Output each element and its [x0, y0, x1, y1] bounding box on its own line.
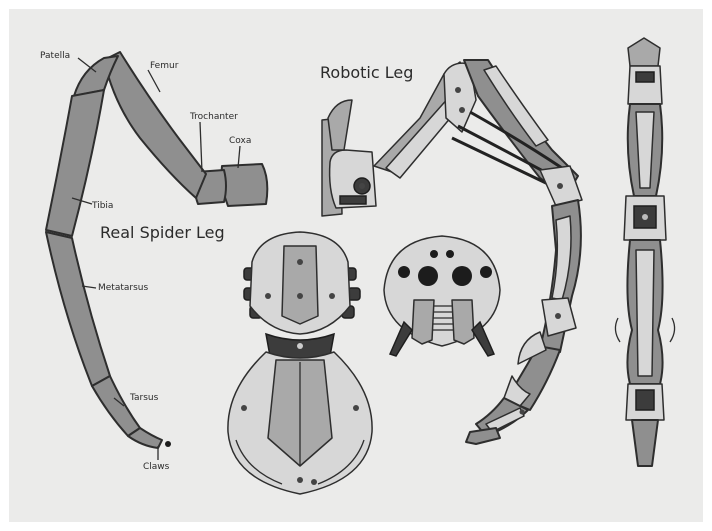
femur-segment — [104, 52, 206, 198]
robot-eye-small-right — [480, 266, 492, 278]
robot-chelicera-right — [452, 300, 474, 344]
robot-eye-small-left — [398, 266, 410, 278]
label-tibia: Tibia — [91, 201, 113, 211]
title-robotic-leg: Robotic Leg — [320, 63, 413, 82]
label-claws: Claws — [143, 462, 170, 472]
robot-fang-right — [472, 322, 494, 356]
metatarsus-segment — [46, 232, 110, 386]
robot-chelicera-left — [412, 300, 434, 344]
label-femur: Femur — [150, 61, 179, 71]
label-trochanter: Trochanter — [189, 112, 238, 122]
robot-eye-large-right — [452, 266, 472, 286]
claw-tip — [165, 441, 171, 447]
robot-fang-left — [390, 322, 412, 356]
robot-eye-large-left — [418, 266, 438, 286]
robotic-leg-front-view — [615, 38, 674, 466]
robot-claw-foot — [466, 428, 500, 444]
coxa-segment — [222, 164, 268, 206]
robot-body-top-view — [228, 232, 372, 494]
label-metatarsus: Metatarsus — [98, 283, 148, 293]
front-leg-foot — [632, 420, 658, 466]
label-tarsus: Tarsus — [129, 393, 159, 403]
title-real-spider-leg: Real Spider Leg — [100, 223, 225, 242]
robot-head-front-view — [384, 236, 500, 356]
tibia-segment — [46, 90, 104, 236]
label-coxa: Coxa — [229, 136, 251, 146]
front-leg-top-cap — [628, 38, 660, 66]
label-patella: Patella — [40, 51, 70, 61]
tarsus-segment — [92, 376, 140, 436]
